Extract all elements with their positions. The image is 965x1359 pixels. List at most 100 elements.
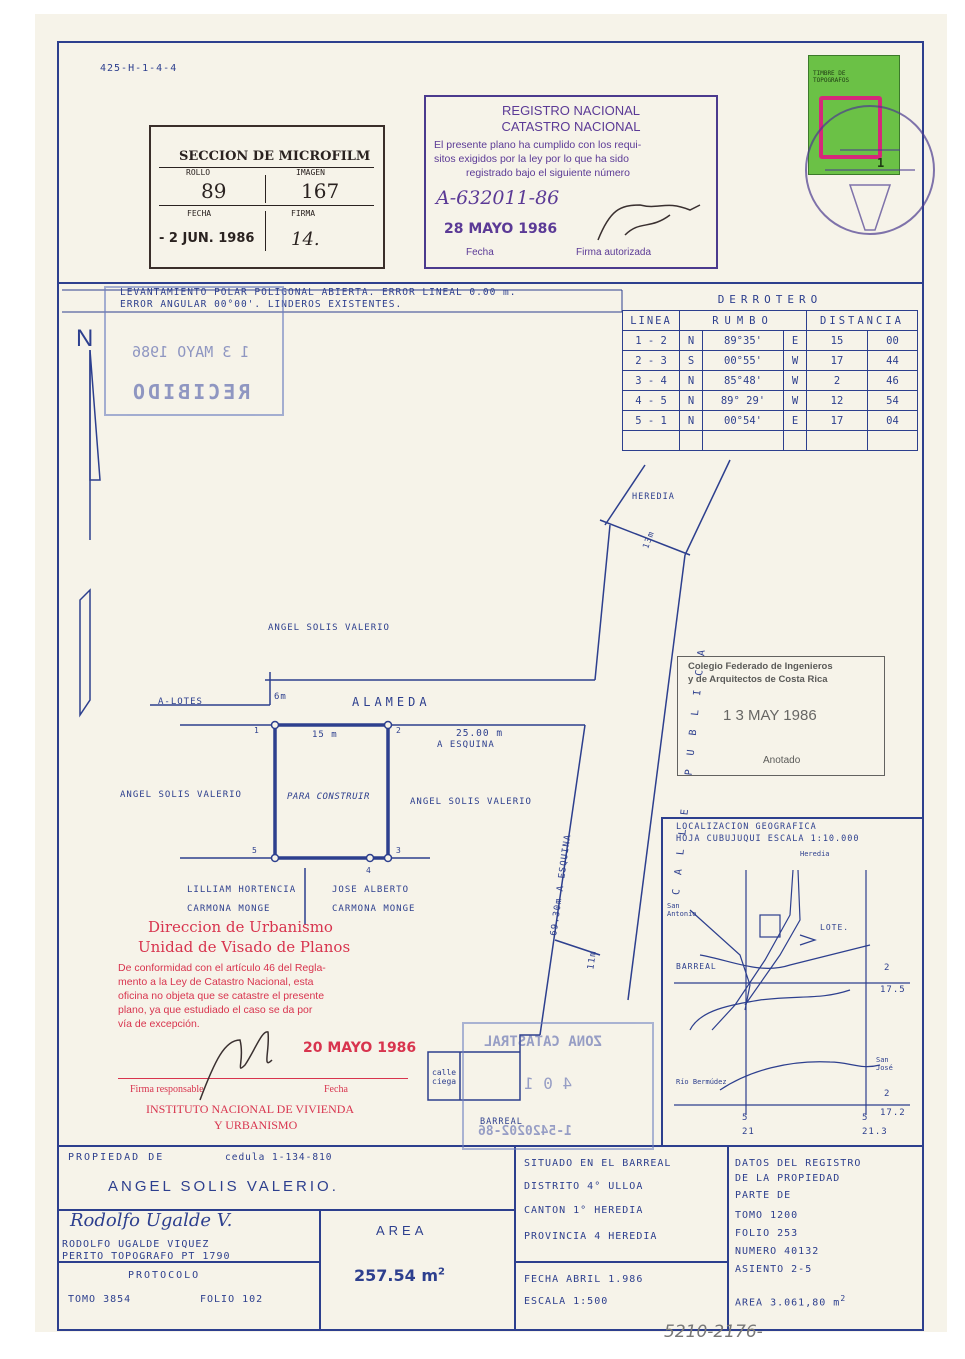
urbanismo-body-3: oficina no objeta que se catastre el pre… bbox=[118, 990, 325, 1002]
registro-body-3: registrado bajo el siguiente número bbox=[466, 167, 631, 179]
registro-folio: FOLIO 253 bbox=[735, 1228, 799, 1239]
registro-title-1: DATOS DEL REGISTRO bbox=[735, 1158, 862, 1169]
rollo-number: 89 bbox=[201, 179, 227, 203]
loc-san-antonio: San Antonio bbox=[667, 902, 697, 918]
urbanismo-stamp: Direccion de Urbanismo Unidad de Visado … bbox=[118, 918, 418, 1138]
localizacion-title-1: LOCALIZACION GEOGRAFICA bbox=[676, 822, 817, 832]
cell: 85°48' bbox=[702, 370, 784, 391]
urbanismo-body-1: De conformidad con el artículo 46 del Re… bbox=[118, 962, 326, 974]
calle-ciega-label: calle ciega bbox=[432, 1068, 457, 1086]
vertex-5: 5 bbox=[252, 846, 258, 855]
urbanismo-date: 20 MAYO 1986 bbox=[303, 1040, 417, 1056]
firma-label: FIRMA bbox=[291, 209, 316, 218]
registro-parte: PARTE DE bbox=[735, 1190, 792, 1201]
lilliam-line1: LILLIAM HORTENCIA bbox=[187, 885, 297, 895]
loc-heredia: Heredia bbox=[800, 850, 830, 858]
heredia-road-label: HEREDIA bbox=[632, 492, 675, 502]
loc-lote: LOTE. bbox=[820, 923, 850, 932]
cell: 3 - 4 bbox=[622, 370, 680, 391]
area-label: AREA bbox=[376, 1223, 428, 1238]
cell: 04 bbox=[867, 410, 918, 431]
cell: 2 - 3 bbox=[622, 350, 680, 371]
reference-code: 425-H-1-4-4 bbox=[100, 63, 178, 74]
situado-4: PROVINCIA 4 HEREDIA bbox=[524, 1231, 658, 1242]
cell: 00°54' bbox=[702, 410, 784, 431]
fecha-label: FECHA bbox=[187, 209, 212, 218]
localizacion-title-2: HOJA CUBUJUQUI ESCALA 1:10.000 bbox=[676, 834, 860, 844]
imagen-number: 167 bbox=[301, 179, 340, 203]
angel-right-label: ANGEL SOLIS VALERIO bbox=[410, 797, 532, 807]
area-number: 257.54 bbox=[354, 1266, 416, 1285]
area-unit: m bbox=[421, 1266, 438, 1285]
plan-sheet bbox=[35, 14, 947, 1332]
colegio-line2: y de Arquitectos de Costa Rica bbox=[688, 674, 828, 685]
dim-25m: 25.00 m bbox=[456, 728, 504, 739]
registro-area: AREA 3.061,80 m2 bbox=[735, 1294, 847, 1309]
microfilm-title: SECCION DE MICROFILM bbox=[179, 149, 371, 164]
a-lotes-label: A-LOTES bbox=[158, 697, 203, 707]
urbanismo-body-4: plano, ya que estudiado el caso se da po… bbox=[118, 1004, 313, 1016]
colegio-anotado: Anotado bbox=[763, 755, 801, 766]
owner-name: ANGEL SOLIS VALERIO. bbox=[108, 1178, 339, 1195]
registro-body-1: El presente plano ha cumplido con los re… bbox=[434, 139, 642, 151]
loc-san-jose: San José bbox=[876, 1056, 893, 1072]
cedula: cedula 1-134-810 bbox=[225, 1152, 333, 1163]
jose-line1: JOSE ALBERTO bbox=[332, 885, 410, 895]
colegio-date: 1 3 MAY 1986 bbox=[723, 707, 817, 724]
urbanismo-firma-label: Firma responsable bbox=[130, 1084, 204, 1095]
registro-date: 28 MAYO 1986 bbox=[444, 221, 558, 237]
cell: 17 bbox=[806, 410, 868, 431]
angel-top-label: ANGEL SOLIS VALERIO bbox=[268, 623, 390, 633]
urbanismo-title-2: Unidad de Visado de Planos bbox=[138, 938, 351, 956]
registro-tomo: TOMO 1200 bbox=[735, 1210, 799, 1221]
barreal-road-label: BARREAL bbox=[480, 1117, 523, 1127]
topografo-signature: Rodolfo Ugalde V. bbox=[70, 1210, 233, 1231]
loc-coord-213: 21.3 bbox=[862, 1127, 888, 1137]
survey-note-1: LEVANTAMIENTO POLAR POLIGONAL ABIERTA. E… bbox=[120, 287, 517, 298]
loc-coord-2a: 2 bbox=[884, 963, 891, 973]
alameda-label: ALAMEDA bbox=[352, 695, 431, 709]
cell: 00°55' bbox=[702, 350, 784, 371]
derrotero-title: DERROTERO bbox=[717, 293, 823, 306]
zona-line2: 4 0 1 bbox=[524, 1074, 573, 1093]
loc-coord-175: 17.5 bbox=[880, 985, 906, 995]
registro-line2: CATASTRO NACIONAL bbox=[501, 119, 641, 134]
survey-note-2: ERROR ANGULAR 00°00'. LINDEROS EXISTENTE… bbox=[120, 299, 403, 310]
microfilm-date: - 2 JUN. 1986 bbox=[159, 231, 255, 246]
north-label: N bbox=[76, 325, 94, 352]
zona-catastral-stamp: ZONA CATASTRAL 4 0 1 1-5420202-86 bbox=[462, 1022, 654, 1150]
colegio-stamp: Colegio Federado de Ingenieros y de Arqu… bbox=[677, 656, 885, 776]
dim-6m: 6m bbox=[274, 692, 287, 702]
loc-coord-21: 21 bbox=[742, 1127, 755, 1137]
registro-asiento: ASIENTO 2-5 bbox=[735, 1264, 813, 1275]
vertex-4: 4 bbox=[366, 866, 372, 875]
area-value: 257.54 m2 bbox=[354, 1266, 445, 1285]
angel-left-label: ANGEL SOLIS VALERIO bbox=[120, 790, 242, 800]
timbre-value: 1 bbox=[877, 156, 885, 170]
situado-2: DISTRITO 4° ULLOA bbox=[524, 1181, 644, 1192]
zona-code: 1-5420202-86 bbox=[478, 1124, 572, 1139]
propiedad-label: PROPIEDAD DE bbox=[68, 1152, 165, 1163]
microfilm-signature: 14. bbox=[291, 229, 320, 250]
cell: 54 bbox=[867, 390, 918, 411]
protocolo-folio: FOLIO 102 bbox=[200, 1294, 264, 1305]
protocolo-tomo: TOMO 3854 bbox=[68, 1294, 132, 1305]
escala-plano: ESCALA 1:500 bbox=[524, 1296, 609, 1307]
zona-line1: ZONA CATASTRAL bbox=[484, 1034, 603, 1050]
urbanismo-title-1: Direccion de Urbanismo bbox=[148, 918, 333, 936]
registro-number: A-632011-86 bbox=[436, 187, 560, 209]
fecha-plano: FECHA ABRIL 1.986 bbox=[524, 1274, 644, 1285]
microfilm-stamp: SECCION DE MICROFILM ROLLO IMAGEN 89 167… bbox=[149, 125, 385, 269]
jose-line2: CARMONA MONGE bbox=[332, 904, 416, 914]
para-construir-label: PARA CONSTRUIR bbox=[287, 792, 370, 802]
protocolo-label: PROTOCOLO bbox=[128, 1270, 201, 1281]
registro-area-text: AREA 3.061,80 m bbox=[735, 1297, 841, 1309]
